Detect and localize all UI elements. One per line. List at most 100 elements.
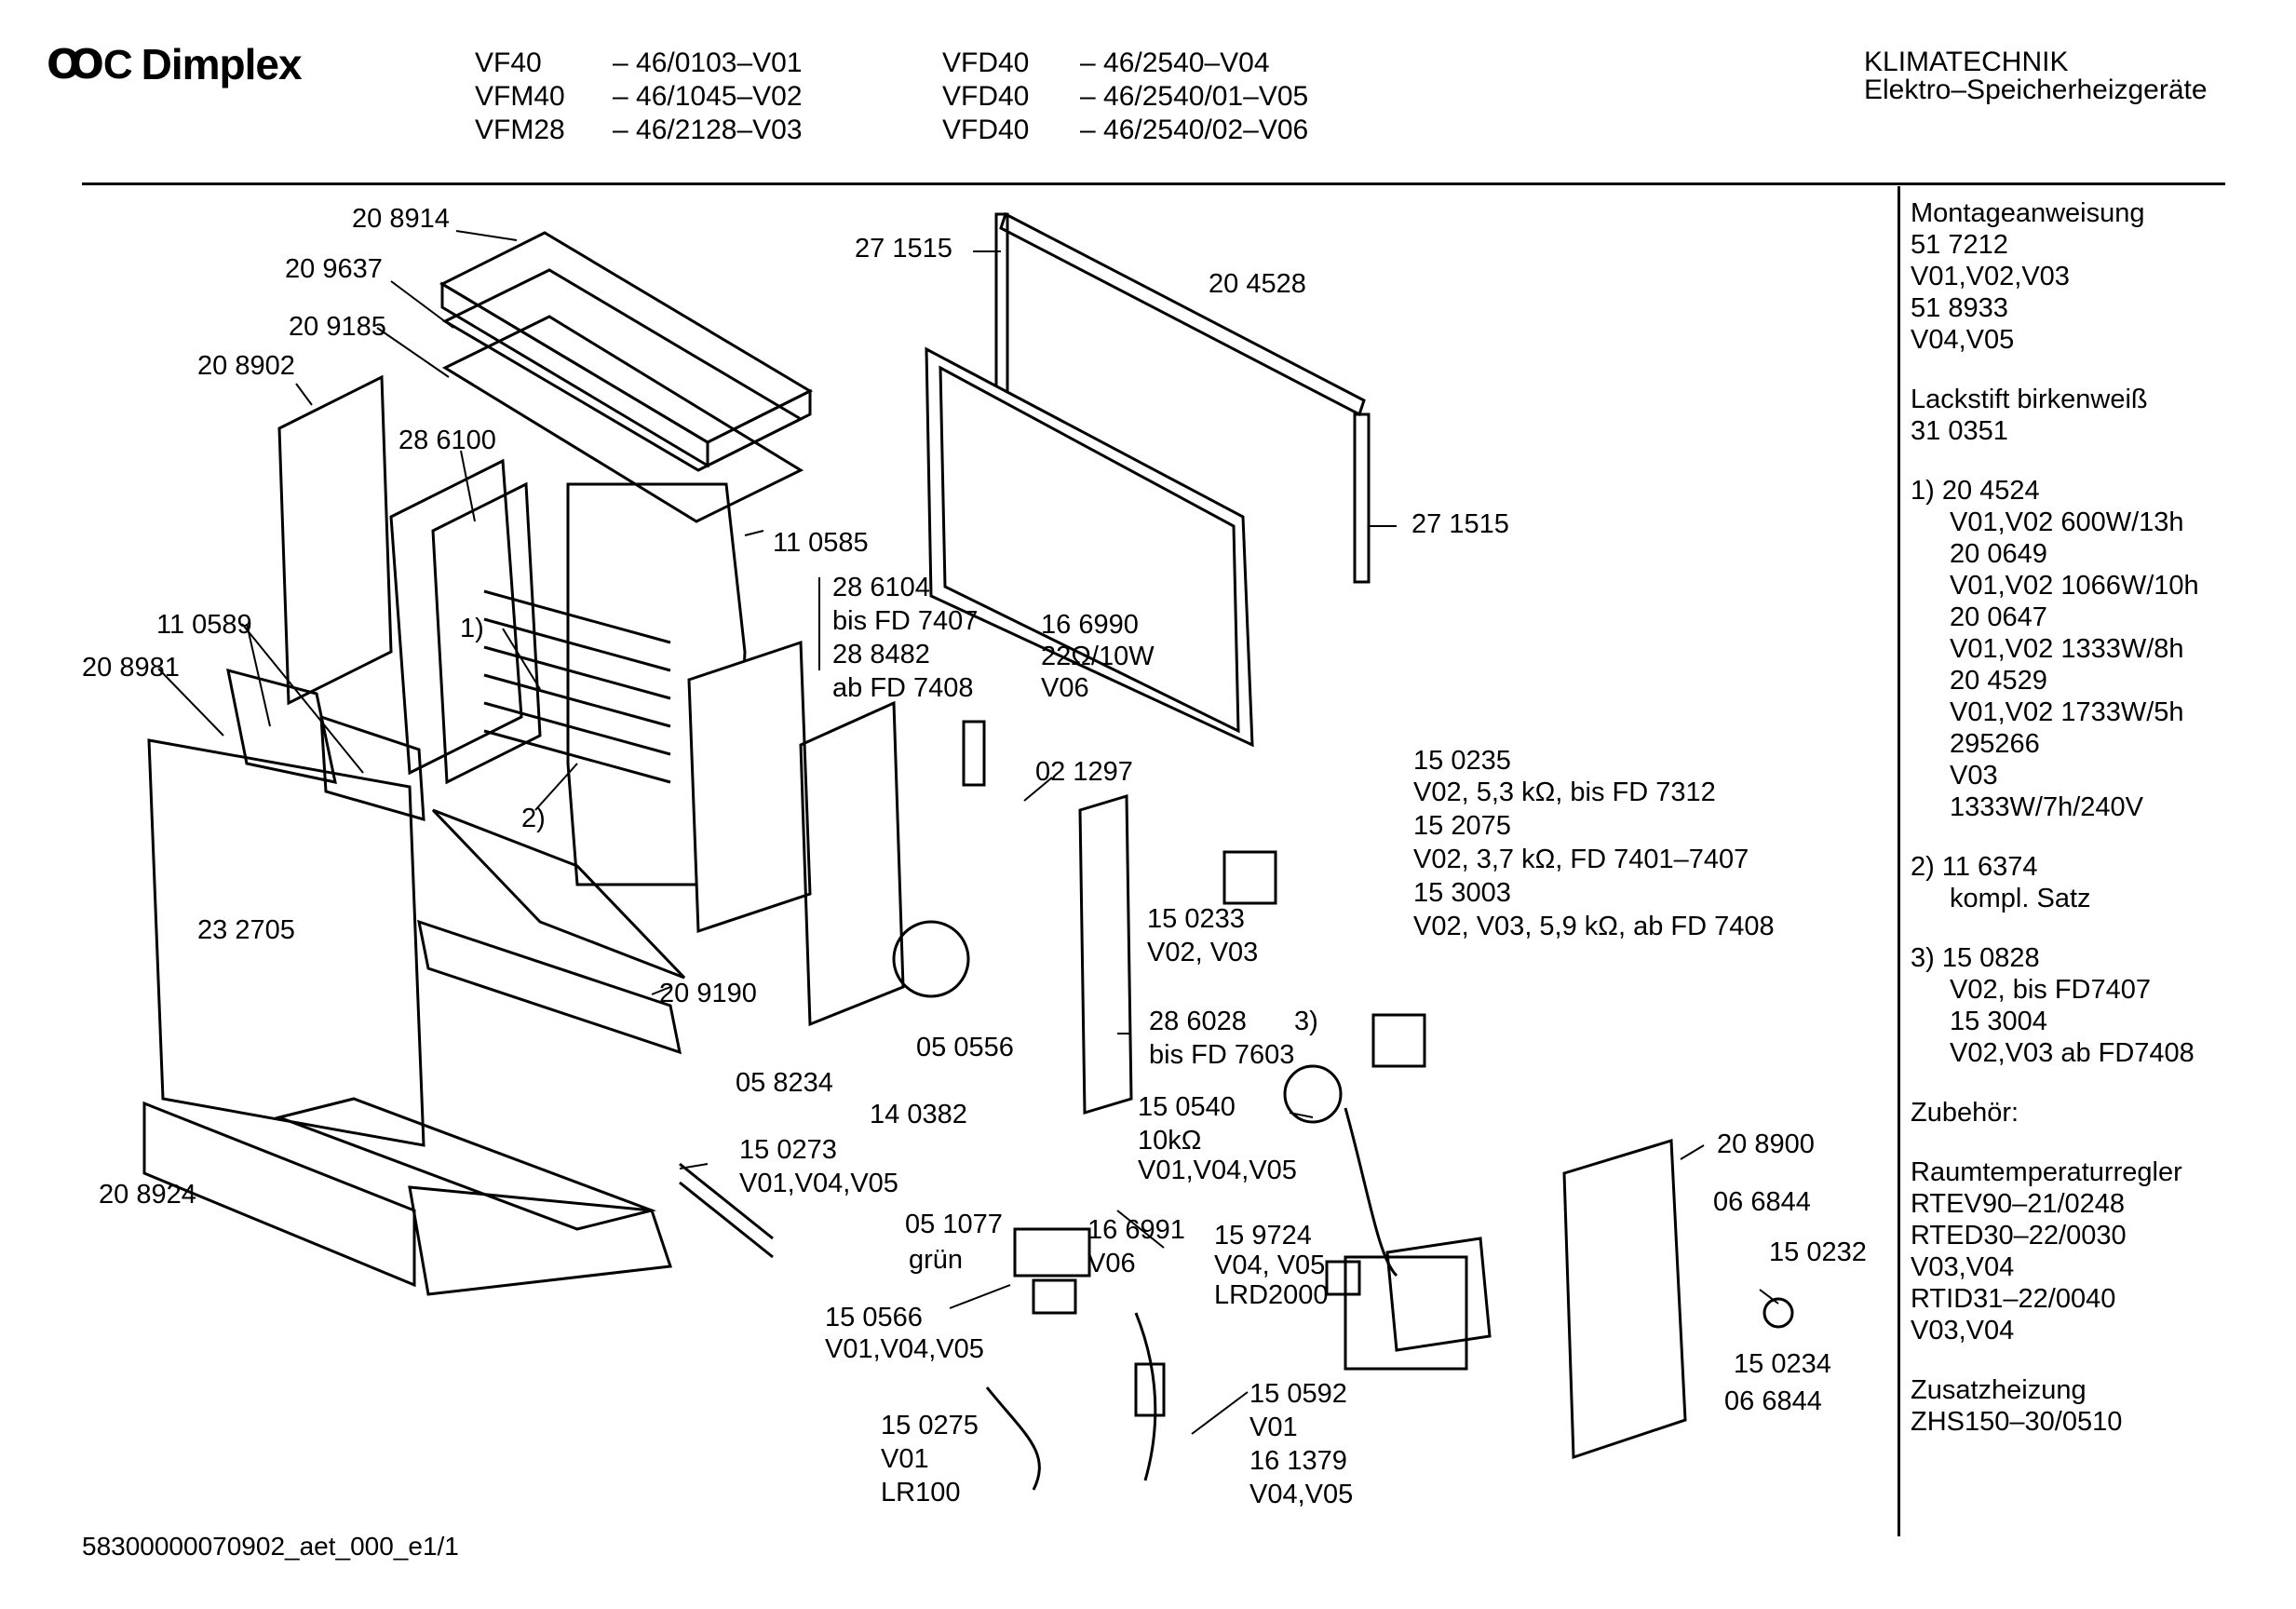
top-plate-part <box>441 315 804 523</box>
model-name: VF40 <box>475 47 542 78</box>
part-label: 02 1297 <box>1035 757 1133 787</box>
sidebar-notes: Montageanweisung 51 7212 V01,V02,V03 51 … <box>1911 197 2199 1466</box>
note-line: V03 <box>1950 761 1998 791</box>
part-label: 15 0275 <box>881 1411 979 1440</box>
sidebar-divider <box>1898 186 1900 1536</box>
model-number: – 46/2540/01–V05 <box>1080 81 1309 112</box>
note-line: 51 7212 <box>1911 230 2008 260</box>
top-cover-part <box>439 231 814 444</box>
note-line: Zusatzheizung <box>1911 1375 2087 1405</box>
part-label: LRD2000 <box>1214 1280 1329 1310</box>
auxiliary-heater-block: Zusatzheizung ZHS150–30/0510 <box>1911 1374 2199 1438</box>
part-label: 05 8234 <box>736 1068 833 1098</box>
part-label: 15 2075 <box>1413 811 1511 841</box>
part-label: bis FD 7603 <box>1149 1040 1295 1070</box>
part-label: 28 6100 <box>398 426 496 455</box>
right-side-cabinet-part <box>1562 1139 1687 1460</box>
part-label: 15 0592 <box>1249 1379 1347 1409</box>
top-grille-part <box>999 211 1366 417</box>
note-line: V04,V05 <box>1911 325 2015 355</box>
part-label: V02, V03, 5,9 kΩ, ab FD 7408 <box>1413 912 1775 941</box>
dimplex-logo-mark: ꝎC <box>47 41 133 88</box>
note-line: kompl. Satz <box>1950 884 2091 913</box>
part-label: 15 0232 <box>1769 1237 1867 1267</box>
note-line: Montageanweisung <box>1911 198 2145 228</box>
note-line: Zubehör: <box>1911 1098 2019 1128</box>
part-label: 06 6844 <box>1724 1386 1822 1416</box>
top-insulation-part <box>441 268 804 472</box>
model-number: – 46/0103–V01 <box>613 47 803 78</box>
note-line: Lackstift birkenweiß <box>1911 385 2148 414</box>
note-line: V03,V04 <box>1911 1252 2015 1282</box>
note-line: RTED30–22/0030 <box>1911 1221 2127 1251</box>
model-name: VFD40 <box>942 47 1030 78</box>
part-label: 20 8902 <box>197 351 295 381</box>
category-heading: KLIMATECHNIK Elektro–Speicherheizgeräte <box>1864 48 2208 104</box>
bottom-grille-part <box>142 1101 416 1288</box>
part-label: 28 8482 <box>832 640 930 669</box>
left-side-panel-part <box>277 374 393 706</box>
part-label: V01 <box>1249 1413 1298 1442</box>
part-label: 22Ω/10W <box>1041 642 1155 671</box>
installation-instructions-block: Montageanweisung 51 7212 V01,V02,V03 51 … <box>1911 197 2199 356</box>
part-label: V01 <box>881 1444 929 1474</box>
note-line: 2) 11 6374 <box>1911 852 2038 882</box>
part-label: V01,V04,V05 <box>1138 1156 1297 1185</box>
heating-elements-part <box>483 589 671 784</box>
dimplex-logo: ꝎC Dimplex <box>47 39 303 89</box>
part-label: V04,V05 <box>1249 1480 1354 1509</box>
part-label: 20 9637 <box>285 254 383 284</box>
note-line: 20 0647 <box>1950 602 2047 632</box>
note-line: V01,V02 600W/13h <box>1950 507 2184 537</box>
part-label: 20 8900 <box>1717 1129 1815 1159</box>
part-label: 20 8924 <box>99 1180 196 1210</box>
part-label: 11 0589 <box>156 610 252 640</box>
footnote-2-block: 2) 11 6374 kompl. Satz <box>1911 851 2199 914</box>
footnote-1-block: 1) 20 4524 V01,V02 600W/13h 20 0649 V01,… <box>1911 475 2199 823</box>
room-thermostat-block: Raumtemperaturregler RTEV90–21/0248 RTED… <box>1911 1156 2199 1346</box>
model-number: – 46/2128–V03 <box>613 115 803 145</box>
category-line-1: KLIMATECHNIK <box>1864 47 2069 77</box>
model-column-2: – 46/0103–V01 – 46/1045–V02 – 46/2128–V0… <box>613 47 803 147</box>
note-line: 20 4529 <box>1950 666 2047 696</box>
part-label: 20 8914 <box>352 204 450 234</box>
note-line: ZHS150–30/0510 <box>1911 1407 2123 1437</box>
part-label: 16 6991 <box>1087 1215 1185 1245</box>
note-line: RTEV90–21/0248 <box>1911 1189 2126 1219</box>
model-number: – 46/2540–V04 <box>1080 47 1270 78</box>
part-label: V02, 5,3 kΩ, bis FD 7312 <box>1413 777 1716 807</box>
model-number: – 46/1045–V02 <box>613 81 803 112</box>
part-label: 15 0273 <box>739 1135 837 1165</box>
note-line: V01,V02 1733W/5h <box>1950 697 2184 727</box>
part-label: 28 6104 <box>832 573 930 602</box>
thermostat-box-part <box>1385 1237 1492 1352</box>
part-label: 14 0382 <box>870 1100 967 1129</box>
note-line: 51 8933 <box>1911 293 2008 323</box>
part-label: 06 6844 <box>1713 1187 1811 1217</box>
part-label: 05 0556 <box>916 1033 1014 1062</box>
note-line: V03,V04 <box>1911 1316 2015 1345</box>
model-column-4: – 46/2540–V04 – 46/2540/01–V05 – 46/2540… <box>1080 47 1308 147</box>
mounting-bracket-part <box>1078 793 1133 1115</box>
part-label: 15 0540 <box>1138 1092 1236 1122</box>
part-label: V04, V05 <box>1214 1251 1326 1280</box>
part-label: 27 1515 <box>1411 509 1509 539</box>
note-line: 295266 <box>1950 729 2040 759</box>
part-label: 15 0234 <box>1734 1349 1831 1379</box>
rear-frame-part <box>925 346 1254 748</box>
header-divider <box>82 183 2225 185</box>
note-line: V02,V03 ab FD7408 <box>1950 1038 2195 1068</box>
part-label: 10kΩ <box>1138 1126 1202 1156</box>
note-line: 1333W/7h/240V <box>1950 792 2143 822</box>
part-label: 05 1077 <box>905 1210 1003 1239</box>
part-label: 15 0235 <box>1413 746 1511 776</box>
front-panel-part <box>147 738 425 1147</box>
note-line: 15 3004 <box>1950 1007 2047 1036</box>
note-line: Raumtemperaturregler <box>1911 1157 2182 1187</box>
document-id-footer: 58300000070902_aet_000_e1/1 <box>82 1532 459 1561</box>
part-label: LR100 <box>881 1478 961 1508</box>
part-label: 27 1515 <box>855 234 952 264</box>
part-label: ab FD 7408 <box>832 673 974 703</box>
part-label: V06 <box>1087 1249 1136 1278</box>
model-column-3: VFD40 VFD40 VFD40 <box>942 47 1029 147</box>
